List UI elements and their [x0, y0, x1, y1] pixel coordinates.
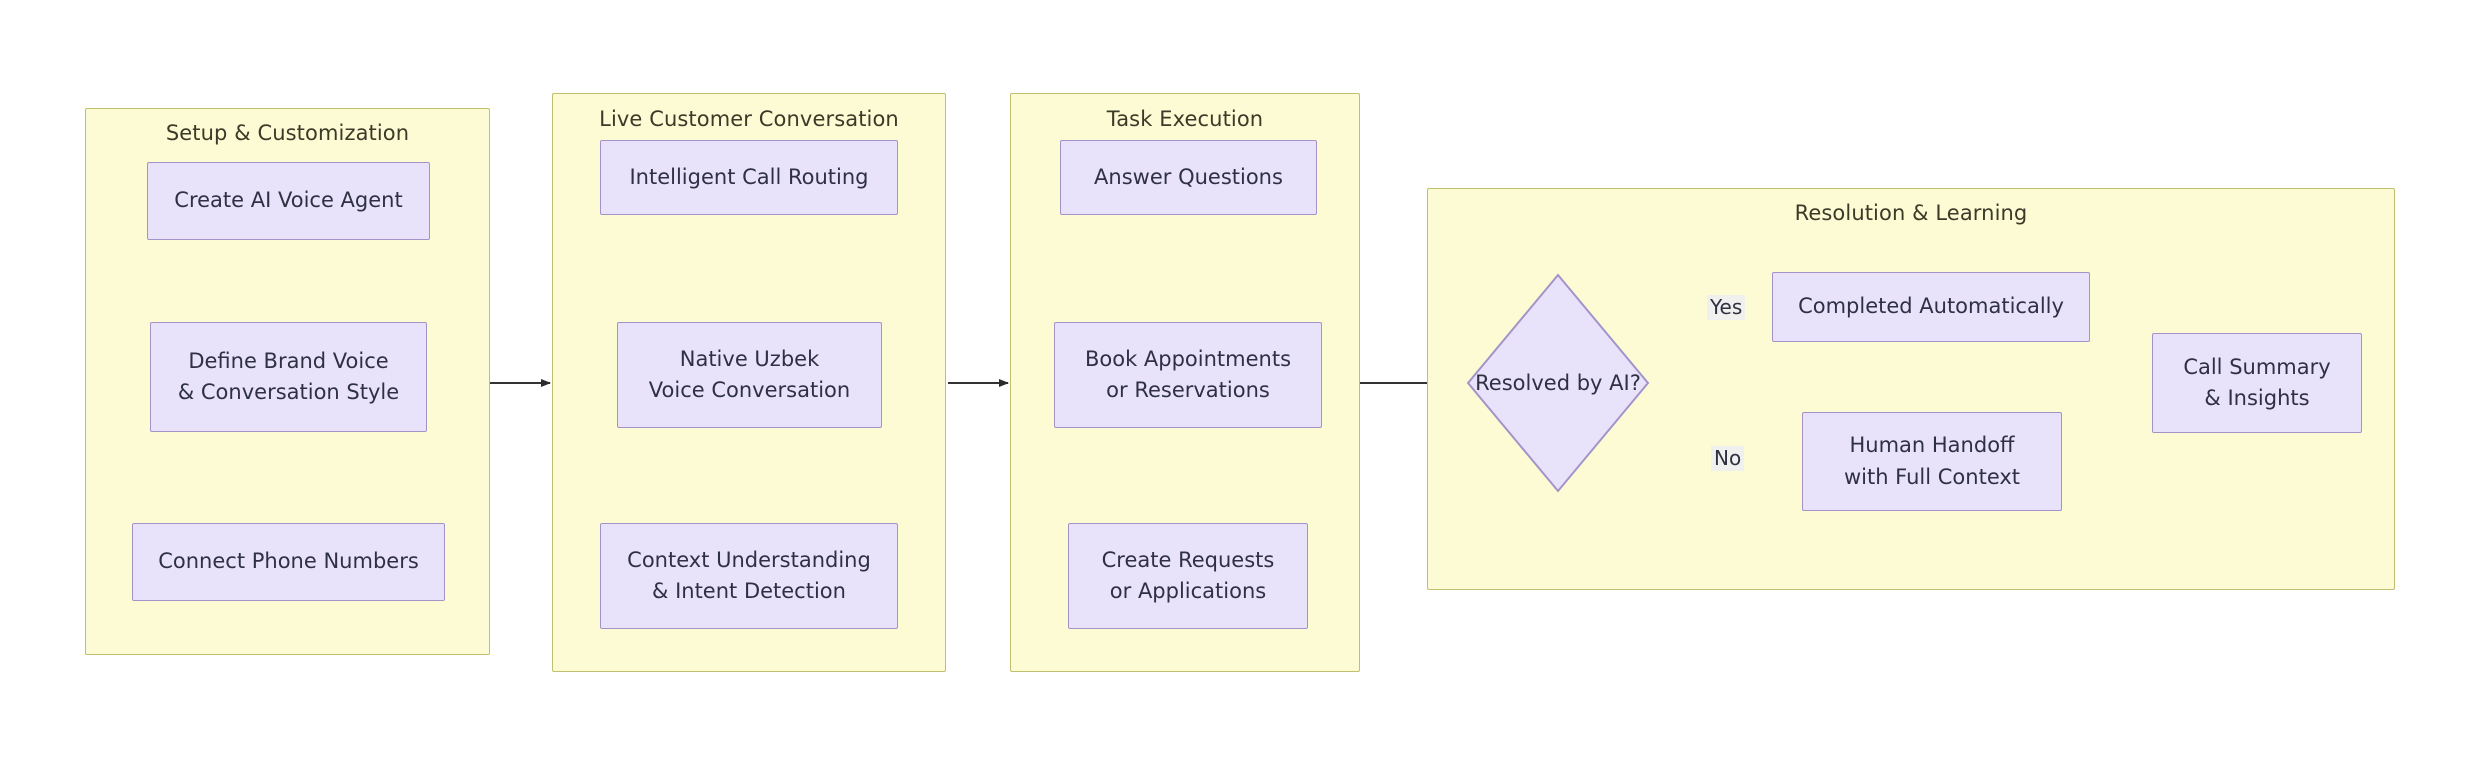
- subgraph-title-resolution-learning: Resolution & Learning: [1794, 201, 2028, 225]
- node-label-human-handoff-line2: with Full Context: [1843, 464, 2021, 489]
- node-label-create-requests-line1: Create Requests: [1101, 547, 1275, 572]
- node-label-book-appointments-line1: Book Appointments: [1084, 346, 1292, 371]
- node-label-create-requests-line2: or Applications: [1109, 579, 1267, 603]
- node-resolved-by-ai[interactable]: Resolved by AI?: [1466, 273, 1650, 493]
- node-connect-phone-numbers[interactable]: Connect Phone Numbers: [132, 523, 445, 601]
- node-label-call-summary-line2: & Insights: [2204, 386, 2310, 410]
- node-human-handoff[interactable]: Human Handoff with Full Context: [1802, 412, 2062, 511]
- node-label-human-handoff-line1: Human Handoff: [1849, 433, 2015, 458]
- node-label-context-understanding-line2: & Intent Detection: [652, 579, 846, 603]
- node-label-native-uzbek-line1: Native Uzbek: [679, 346, 820, 371]
- node-label-define-brand-voice-line2: & Conversation Style: [177, 380, 400, 404]
- node-label-answer-questions: Answer Questions: [1094, 164, 1283, 189]
- node-create-requests[interactable]: Create Requests or Applications: [1068, 523, 1308, 629]
- node-answer-questions[interactable]: Answer Questions: [1060, 140, 1317, 215]
- node-intelligent-call-routing[interactable]: Intelligent Call Routing: [600, 140, 898, 215]
- node-context-understanding[interactable]: Context Understanding & Intent Detection: [600, 523, 898, 629]
- node-native-uzbek-voice[interactable]: Native Uzbek Voice Conversation: [617, 322, 882, 428]
- subgraph-title-task-execution: Task Execution: [1106, 107, 1264, 131]
- subgraph-title-setup: Setup & Customization: [165, 121, 410, 145]
- node-label-completed-automatically: Completed Automatically: [1798, 294, 2064, 319]
- node-label-intelligent-call-routing: Intelligent Call Routing: [629, 164, 869, 189]
- node-create-ai-voice-agent[interactable]: Create AI Voice Agent: [147, 162, 430, 240]
- edge-label-yes: Yes: [1707, 295, 1746, 320]
- node-label-context-understanding-line1: Context Understanding: [627, 547, 871, 572]
- node-call-summary[interactable]: Call Summary & Insights: [2152, 333, 2362, 433]
- edge-label-no: No: [1711, 446, 1745, 471]
- node-label-define-brand-voice-line1: Define Brand Voice: [188, 348, 389, 373]
- node-label-native-uzbek-line2: Voice Conversation: [648, 378, 851, 402]
- node-completed-automatically[interactable]: Completed Automatically: [1772, 272, 2090, 342]
- node-book-appointments[interactable]: Book Appointments or Reservations: [1054, 322, 1322, 428]
- node-label-create-ai-voice-agent: Create AI Voice Agent: [174, 188, 403, 213]
- node-define-brand-voice[interactable]: Define Brand Voice & Conversation Style: [150, 322, 427, 432]
- node-label-connect-phone-numbers: Connect Phone Numbers: [158, 549, 419, 574]
- diamond-shape: [1466, 273, 1650, 493]
- node-label-call-summary-line1: Call Summary: [2183, 354, 2331, 379]
- node-label-book-appointments-line2: or Reservations: [1106, 378, 1270, 402]
- subgraph-title-live-conversation: Live Customer Conversation: [599, 107, 899, 131]
